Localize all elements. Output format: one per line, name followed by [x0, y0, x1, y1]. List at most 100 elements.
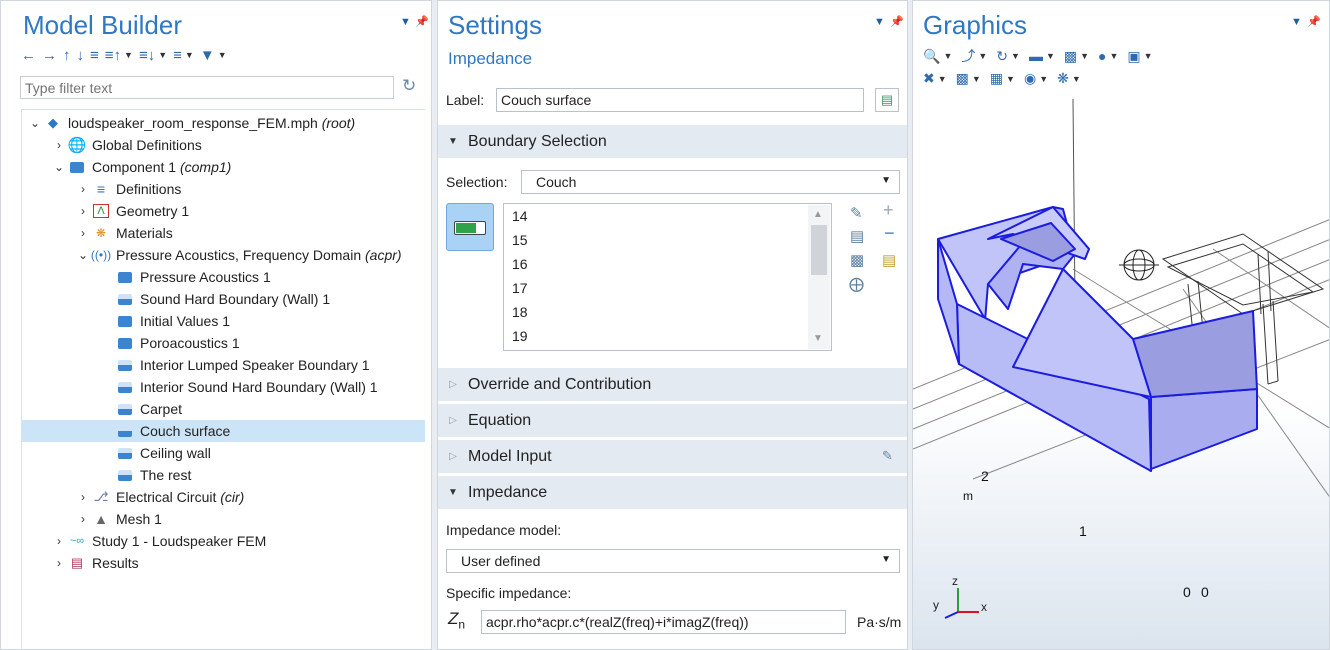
arrow-left-icon[interactable]: ← [21, 46, 36, 64]
pin-icon[interactable]: 📌 [415, 16, 429, 28]
model-input-edit-icon[interactable]: ✎ [882, 448, 893, 463]
tree-node[interactable]: Carpet [22, 398, 425, 420]
materials-icon: ❋ [95, 226, 107, 240]
expand-chevron-icon[interactable]: › [57, 534, 61, 548]
scroll-thumb[interactable] [811, 225, 827, 275]
arrow-up-icon[interactable]: ↑ [63, 46, 71, 64]
list-item[interactable]: 17 [512, 280, 528, 296]
tree-node[interactable]: Sound Hard Boundary (Wall) 1 [22, 288, 425, 310]
pin-icon[interactable]: 📌 [890, 16, 904, 28]
collapse-chevron-icon[interactable]: ⌄ [77, 248, 89, 262]
scroll-down-icon[interactable]: ▼ [813, 333, 823, 344]
clipboard-icon[interactable]: ▩ [850, 252, 865, 269]
section-equation[interactable]: ▷ Equation [438, 404, 907, 437]
section-open-icon: ▼ [448, 136, 458, 147]
tree-node[interactable]: ›≡Definitions [22, 178, 425, 200]
expand-chevron-icon[interactable]: › [81, 226, 85, 240]
list-item[interactable]: 18 [512, 304, 528, 320]
tree-node[interactable]: ›🌐Global Definitions [22, 134, 425, 156]
zoom-to-selection-icon[interactable]: ⨁ [849, 276, 864, 293]
specific-impedance-input[interactable]: acpr.rho*acpr.c*(realZ(freq)+i*imagZ(fre… [481, 610, 846, 634]
grid-icon[interactable]: ▦▼ [989, 70, 1015, 86]
arrow-down-icon[interactable]: ↓ [76, 46, 85, 64]
tree-node[interactable]: ⌄◆loudspeaker_room_response_FEM.mph (roo… [22, 112, 425, 134]
section-boundary-selection[interactable]: ▼ Boundary Selection [438, 125, 907, 158]
tree-node[interactable]: Couch surface [22, 420, 425, 442]
tree-node[interactable]: Pressure Acoustics 1 [22, 266, 425, 288]
list-scrollbar[interactable]: ▲ ▼ [808, 205, 830, 349]
list-item[interactable]: 14 [512, 208, 528, 224]
remove-icon[interactable]: − [884, 223, 895, 243]
rotate-icon[interactable]: ↻▼ [996, 47, 1020, 64]
impedance-model-dropdown[interactable]: User defined ▼ [446, 549, 900, 573]
axes-icon[interactable]: ⤴▼ [961, 48, 988, 64]
label-input[interactable]: Couch surface [496, 88, 864, 112]
expand-chevron-icon[interactable]: › [57, 138, 61, 152]
tree-filter-input[interactable] [20, 76, 394, 99]
show-icon[interactable]: ≡ [90, 46, 99, 64]
filter-icon[interactable]: ▼▼ [199, 46, 227, 64]
tree-node[interactable]: ›❋Materials [22, 222, 425, 244]
tree-node[interactable]: ›⎇Electrical Circuit (cir) [22, 486, 425, 508]
tree-node[interactable]: ›▲Mesh 1 [22, 508, 425, 530]
list-item[interactable]: 19 [512, 328, 528, 344]
tree-node[interactable]: Interior Lumped Speaker Boundary 1 [22, 354, 425, 376]
arrow-right-icon[interactable]: → [42, 46, 57, 64]
camera-icon[interactable]: ●▼ [1098, 48, 1119, 64]
scroll-up-icon[interactable]: ▲ [813, 209, 823, 220]
zoom-icon[interactable]: 🔍▼ [923, 47, 953, 64]
section-impedance[interactable]: ▼ Impedance [438, 476, 907, 509]
selection-value: Couch [536, 174, 577, 190]
expand-chevron-icon[interactable]: › [57, 556, 61, 570]
clip-icon[interactable]: ✖▼ [923, 70, 947, 86]
tree-node[interactable]: Poroacoustics 1 [22, 332, 425, 354]
expand-chevron-icon[interactable]: › [81, 512, 85, 526]
copy-selection-icon[interactable]: ▤ [850, 228, 865, 245]
tree-node[interactable]: Initial Values 1 [22, 310, 425, 332]
view-options-icon[interactable]: ≡▼ [173, 46, 194, 64]
tree-node-label: Ceiling wall [140, 445, 211, 461]
expand-chevron-icon[interactable]: › [81, 204, 85, 218]
section-override[interactable]: ▷ Override and Contribution [438, 368, 907, 401]
panel-menu-icon[interactable]: ▼ [400, 16, 411, 28]
expand-sections-icon[interactable]: ≡↑▼ [104, 46, 133, 64]
transparency-icon[interactable]: ▩▼ [955, 70, 981, 86]
tree-node[interactable]: ⌄((•))Pressure Acoustics, Frequency Doma… [22, 244, 425, 266]
collapse-sections-icon[interactable]: ≡↓▼ [138, 46, 168, 64]
refresh-icon[interactable]: ↻ [402, 76, 417, 95]
render-icon[interactable]: ◉▼ [1023, 70, 1049, 86]
expand-chevron-icon[interactable]: › [81, 182, 85, 196]
add-icon[interactable]: + [883, 200, 894, 220]
view-icon[interactable]: ▬▼ [1028, 48, 1055, 64]
tree-node[interactable]: Ceiling wall [22, 442, 425, 464]
impedance-model-value: User defined [461, 553, 541, 569]
graphics-canvas[interactable]: 2 m 1 0 0 z y x [913, 98, 1329, 649]
label-edit-icon[interactable]: ▤ [875, 88, 899, 112]
boundary-icon [116, 291, 134, 307]
select-box-icon[interactable]: ▣▼ [1127, 47, 1153, 64]
scene-light-icon[interactable]: ❋▼ [1057, 70, 1081, 86]
tree-node[interactable]: The rest [22, 464, 425, 486]
paste-selection-icon[interactable]: ✎ [850, 205, 863, 222]
tree-node[interactable]: ›~∞Study 1 - Loudspeaker FEM [22, 530, 425, 552]
expand-chevron-icon[interactable]: › [81, 490, 85, 504]
selection-list[interactable]: ▲ ▼ 14 15 16 17 18 19 [503, 203, 832, 351]
active-toggle-button[interactable] [446, 203, 494, 251]
print-icon[interactable]: ▩▼ [1063, 47, 1090, 64]
axis-x-label: x [981, 600, 987, 614]
panel-menu-icon[interactable]: ▼ [874, 16, 885, 28]
list-item[interactable]: 15 [512, 232, 528, 248]
tree-node-text: Global Definitions [92, 137, 202, 153]
tree-node[interactable]: ›▤Results [22, 552, 425, 574]
pin-icon[interactable]: 📌 [1307, 16, 1321, 28]
panel-menu-icon[interactable]: ▼ [1291, 16, 1302, 28]
section-model-input[interactable]: ▷ Model Input ✎ [438, 440, 907, 473]
list-item[interactable]: 16 [512, 256, 528, 272]
collapse-chevron-icon[interactable]: ⌄ [53, 160, 65, 174]
selection-dropdown[interactable]: Couch ▼ [521, 170, 900, 194]
clear-selection-icon[interactable]: ▤ [882, 252, 897, 269]
collapse-chevron-icon[interactable]: ⌄ [29, 116, 41, 130]
tree-node[interactable]: ⌄Component 1 (comp1) [22, 156, 425, 178]
tree-node[interactable]: Interior Sound Hard Boundary (Wall) 1 [22, 376, 425, 398]
